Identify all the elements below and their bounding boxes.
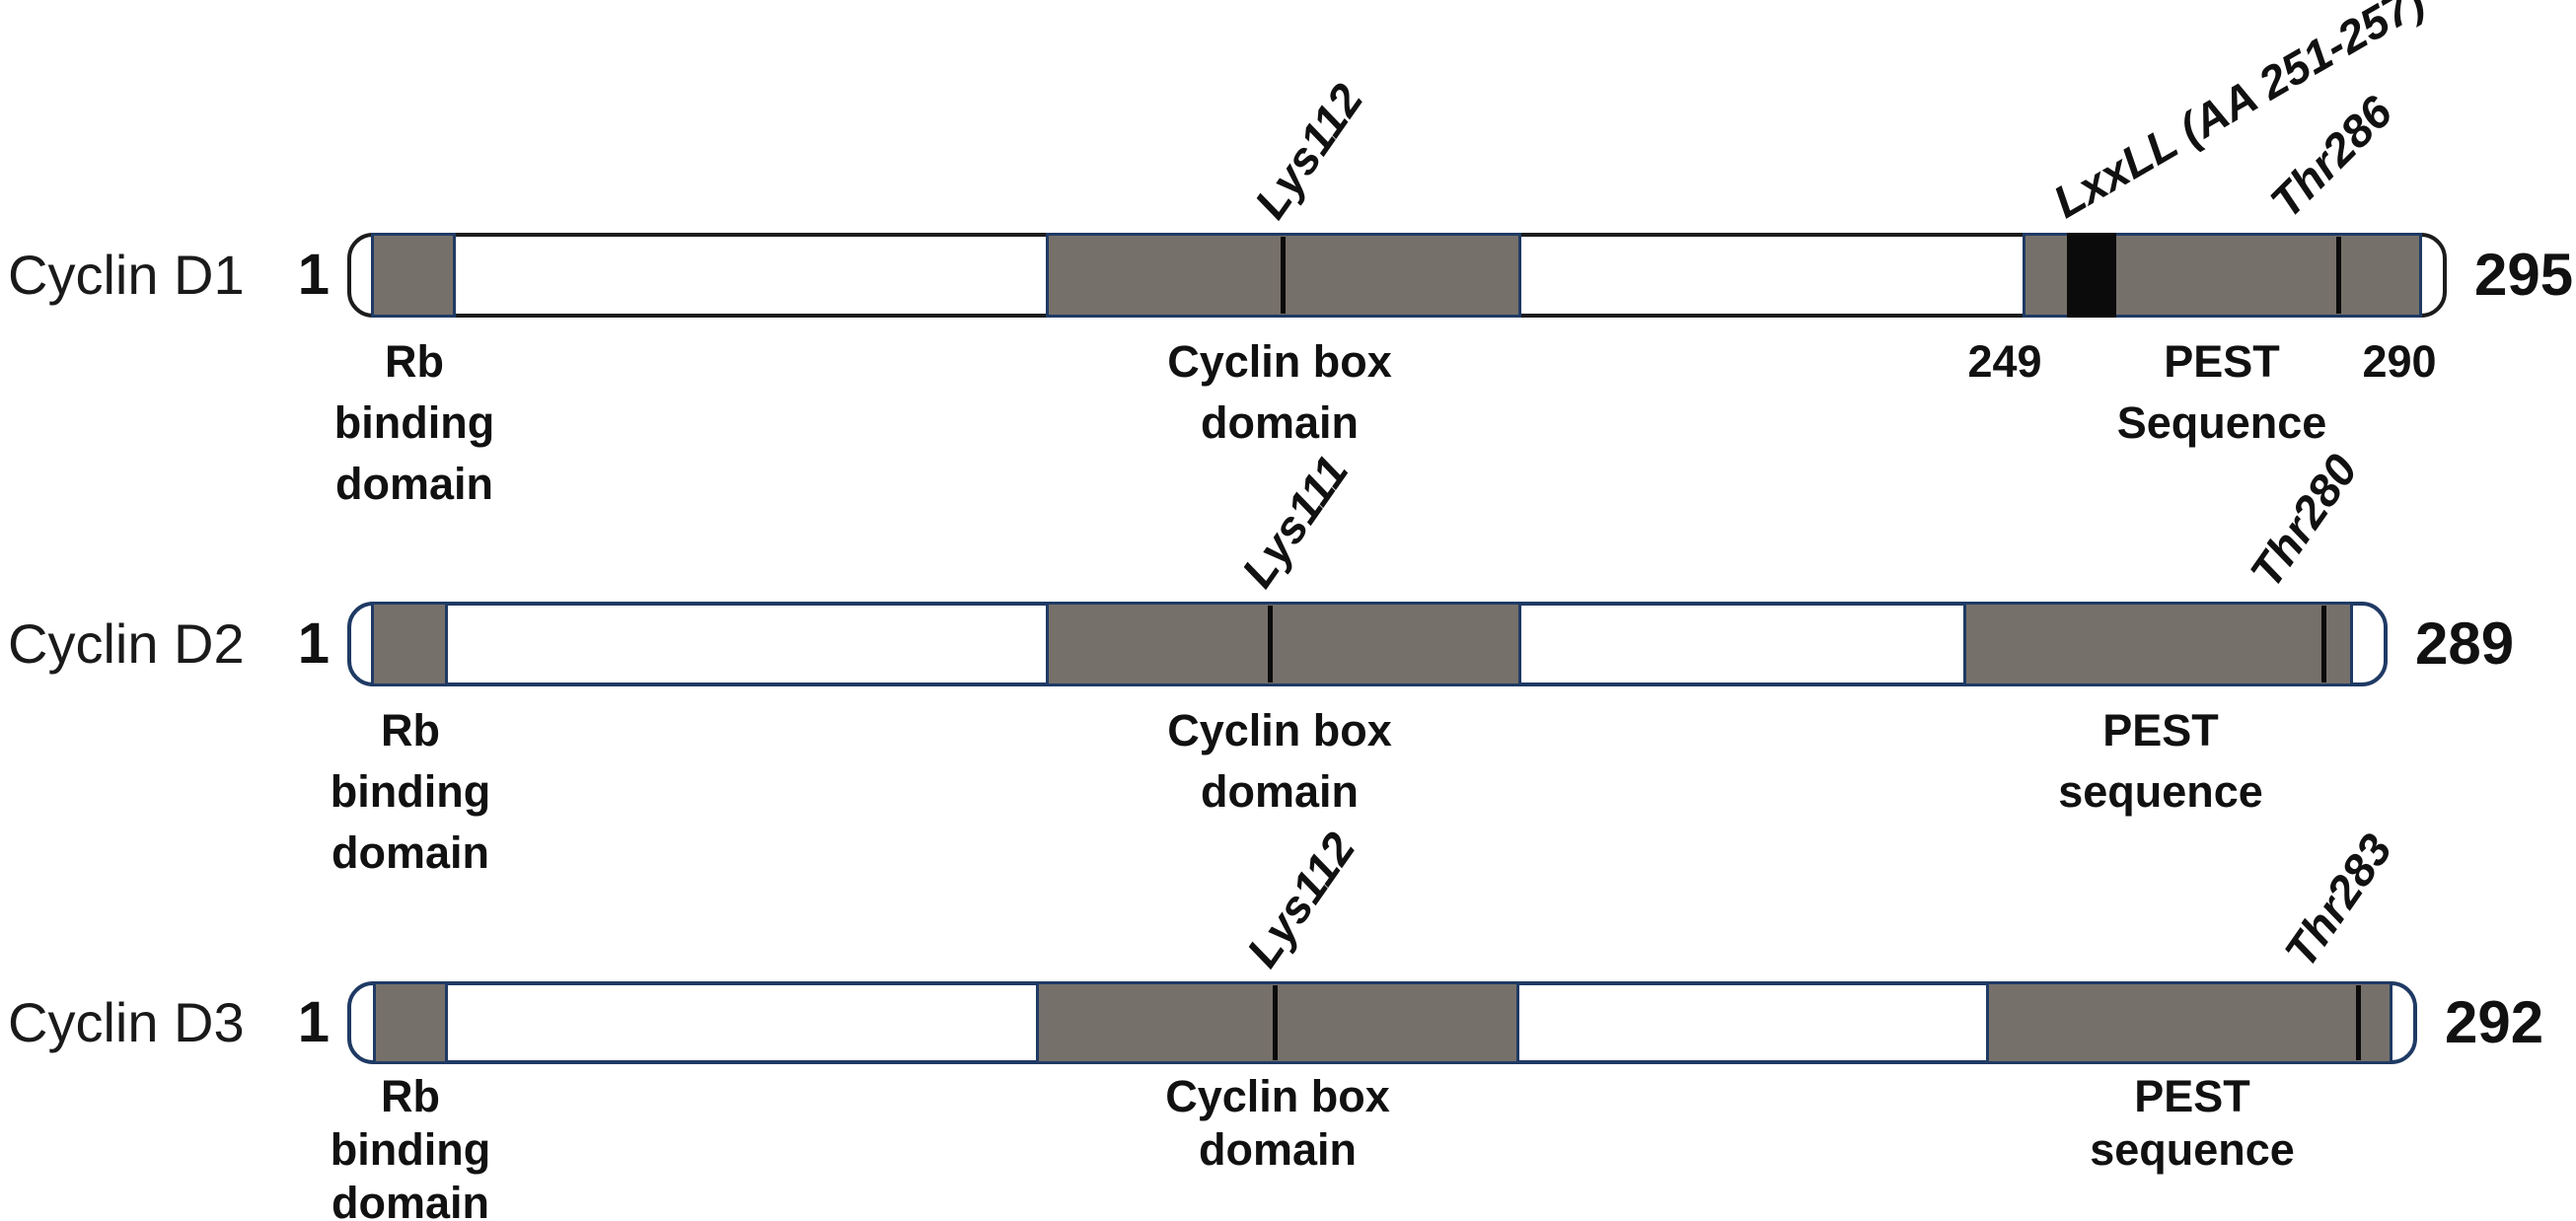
thr280-tick (2321, 606, 2326, 682)
end-residue-number: 295 (2474, 242, 2574, 308)
thr280-label: Thr280 (2240, 445, 2368, 597)
pest-sequence-label-line-2: sequence (2090, 1124, 2295, 1175)
pest-start-number-line-1: 249 (1967, 336, 2042, 387)
pest-sequence-label-line-1: PEST (2134, 1071, 2250, 1121)
cyclin-box-domain-label-line-2: domain (1198, 1124, 1357, 1175)
cyclin-box-domain-label-line-2: domain (1200, 397, 1359, 448)
rb-binding-domain-label: Rb binding domain (69, 331, 760, 515)
start-residue-number: 1 (297, 990, 330, 1054)
pest-end-number-line-1: 290 (2362, 336, 2437, 387)
pest-sequence-label-line-1: PEST (2164, 336, 2280, 387)
rb-binding-domain-box (371, 602, 448, 686)
thr286-label: Thr286 (2259, 86, 2402, 228)
rb-binding-domain-box (371, 233, 456, 318)
rb-binding-domain-label-line-1: Rb (381, 1071, 440, 1121)
cyclin-box-domain-label: Cyclin box domain (934, 331, 1625, 454)
protein-name-2: Cyclin D2 (8, 612, 245, 675)
start-residue-number: 1 (297, 243, 330, 307)
end-residue-number: 292 (2445, 989, 2544, 1055)
start-residue-number: 1 (297, 611, 330, 676)
pest-sequence-box (1963, 602, 2353, 686)
rb-binding-domain-label-line-3: domain (334, 459, 493, 509)
lys112-tick (1281, 237, 1286, 314)
cyclin-box-domain-label-line-1: Cyclin box (1167, 705, 1392, 755)
end-residue-number: 289 (2415, 610, 2515, 677)
lys112-tick (1273, 985, 1278, 1060)
rb-binding-domain-label: Rb binding domain (65, 700, 756, 884)
pest-sequence-label: PEST Sequence (1877, 331, 2567, 454)
pest-start-number: 249 (1659, 331, 2350, 393)
lxxll-motif-box (2067, 233, 2116, 318)
thr286-tick (2336, 237, 2341, 314)
cyclin-box-domain-label: Cyclin box domain (934, 700, 1625, 823)
cyclin-box-domain-label-line-2: domain (1200, 766, 1359, 817)
cyclin-box-domain-label-line-1: Cyclin box (1167, 336, 1392, 387)
lys111-label: Lys111 (1231, 446, 1359, 597)
cyclin-box-domain-box (1036, 981, 1519, 1064)
cyclin-box-domain-box (1046, 602, 1521, 686)
rb-binding-domain-label-line-1: Rb (385, 336, 444, 387)
protein-name-3: Cyclin D3 (8, 991, 245, 1053)
rb-binding-domain-label-line-2: binding (330, 766, 491, 817)
rb-binding-domain-label-line-3: domain (331, 1178, 489, 1221)
cyclin-box-domain-label-line-1: Cyclin box (1165, 1071, 1390, 1121)
pest-sequence-label: PEST sequence (1815, 700, 2506, 823)
rb-binding-domain-label-line-2: binding (330, 1124, 491, 1175)
rb-binding-domain-label-line-3: domain (331, 827, 489, 878)
lys112-label: Lys112 (1236, 823, 1365, 976)
rb-binding-domain-label-line-2: binding (333, 397, 495, 448)
pest-sequence-label-line-2: Sequence (2116, 397, 2327, 448)
pest-sequence-label-line-1: PEST (2102, 705, 2219, 755)
pest-sequence-box (1986, 981, 2392, 1064)
rb-binding-domain-box (373, 981, 448, 1064)
thr283-label: Thr283 (2274, 825, 2402, 976)
thr283-tick (2356, 985, 2361, 1060)
rb-binding-domain-label-line-1: Rb (381, 705, 440, 755)
protein-name-1: Cyclin D1 (8, 244, 245, 306)
pest-sequence-label-line-2: sequence (2058, 766, 2263, 817)
lys111-tick (1268, 606, 1273, 682)
lys112-label: Lys112 (1244, 74, 1373, 228)
pest-end-number: 290 (2054, 331, 2576, 393)
